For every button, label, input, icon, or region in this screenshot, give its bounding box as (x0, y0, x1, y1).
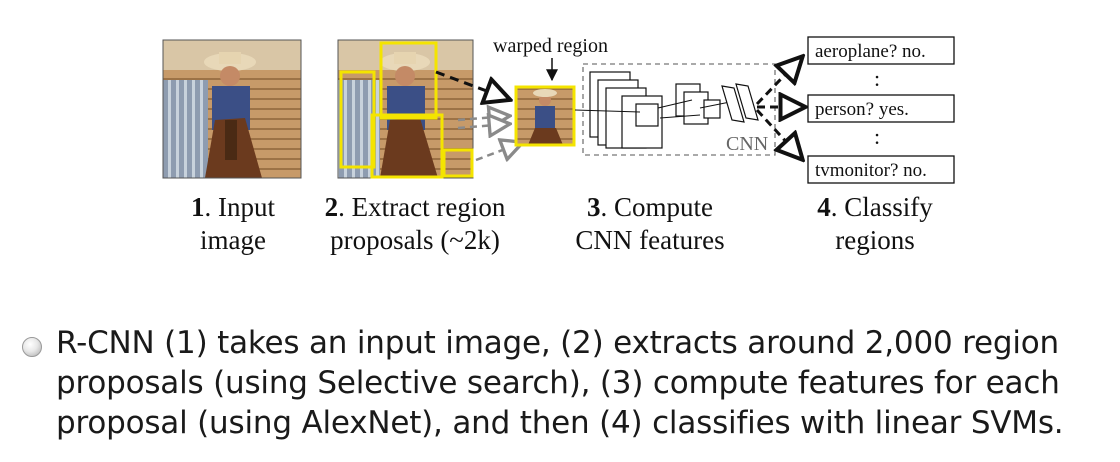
bullet-circle-icon (22, 337, 42, 357)
arrow-proposal-black (435, 70, 508, 99)
bullet-line-3: proposal (using AlexNet), and then (4) c… (56, 405, 1064, 441)
step-4-caption: 4. Classify regions (790, 191, 960, 257)
output-tvmonitor-label: tvmonitor? no. (815, 160, 927, 181)
warped-region-label: warped region (493, 35, 608, 57)
step-2-caption: 2. Extract region proposals (~2k) (300, 191, 530, 257)
output-person-label: person? yes. (815, 99, 909, 120)
rcnn-pipeline-diagram: warped region CNN aeroplane? no. : (162, 35, 955, 184)
ellipsis-dots-2: : (874, 124, 880, 149)
cnn-network: CNN (574, 63, 776, 156)
step-2-number: 2 (324, 192, 339, 222)
step-2-line2: proposals (~2k) (330, 225, 500, 255)
warped-region-image (514, 85, 576, 147)
arrow-proposal-gray-2 (457, 124, 508, 128)
bullet-line-1: R-CNN (1) takes an input image, (2) extr… (56, 325, 1059, 361)
proposal-box-rider (379, 41, 438, 120)
cnn-label: CNN (726, 133, 768, 155)
step-3-line2: CNN features (575, 225, 725, 255)
proposal-box-horse (370, 113, 444, 179)
step-3-number: 3 (587, 192, 601, 222)
step-4-line2: regions (835, 225, 915, 255)
proposal-box-fence (339, 70, 376, 169)
step-1-line1: . Input (204, 192, 276, 222)
input-image (162, 39, 302, 179)
step-4-number: 4 (817, 192, 831, 222)
output-aeroplane: aeroplane? no. (807, 36, 955, 65)
cnn-dashed-frame (582, 63, 776, 156)
bullet-line-2: proposals (using Selective search), (3) … (56, 365, 1060, 401)
arrow-to-tvmonitor (755, 108, 801, 158)
step-4-line1: . Classify (830, 192, 933, 222)
step-1-number: 1 (191, 192, 205, 222)
step-2-line1: . Extract region (338, 192, 506, 222)
proposal-box-small (442, 148, 474, 178)
proposals-image (337, 39, 474, 179)
step-1-line2: image (200, 225, 266, 255)
step-1-caption: 1. Input image (168, 191, 298, 257)
ellipsis-dots-1: : (874, 66, 880, 91)
output-aeroplane-label: aeroplane? no. (815, 41, 926, 62)
arrow-to-aeroplane (755, 58, 801, 106)
step-3-caption: 3. Compute CNN features (540, 191, 760, 257)
output-tvmonitor: tvmonitor? no. (807, 155, 955, 184)
bullet-text: R-CNN (1) takes an input image, (2) extr… (56, 323, 1096, 443)
output-person: person? yes. (807, 94, 955, 123)
arrow-proposal-gray-3 (475, 143, 521, 160)
step-3-line1: . Compute (600, 192, 714, 222)
